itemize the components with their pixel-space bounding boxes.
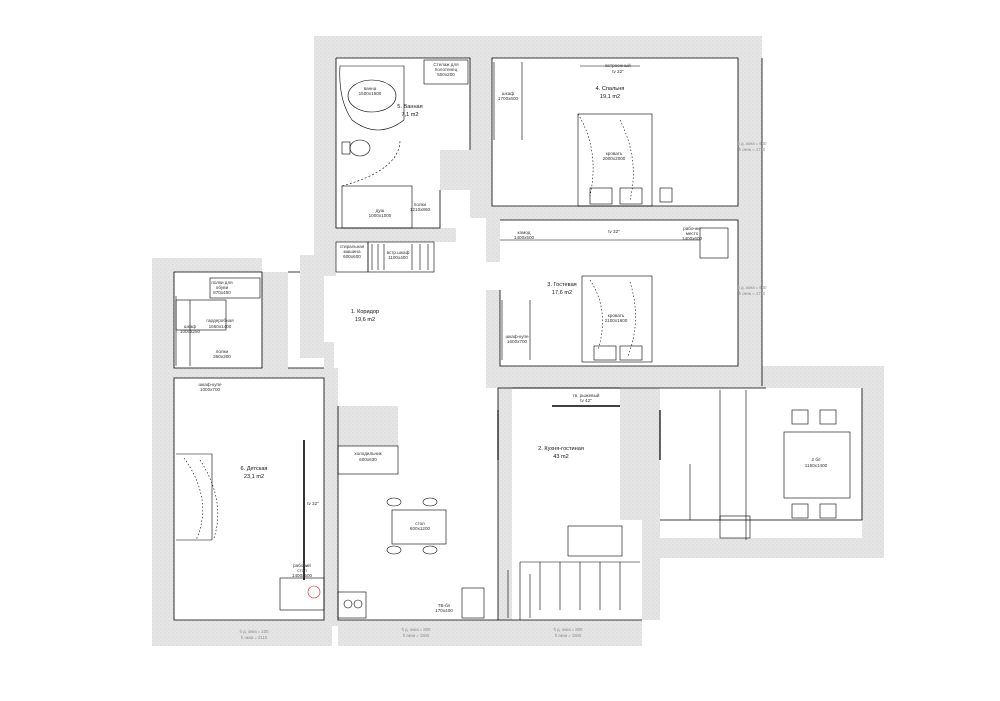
label-rack-1: полотенец	[435, 67, 458, 72]
dimension-notes: h д. окна = 800 h окна = 1730 h д. окна …	[240, 141, 767, 640]
label-shower-1: 1000x1000	[369, 213, 392, 218]
room-area-kitchen: 43 m2	[553, 454, 569, 460]
label-kidstv: tv 32"	[307, 501, 319, 506]
label-closetleft-1: 1000x250	[180, 329, 201, 334]
label-guestbed-1: 2100x1600	[605, 318, 628, 323]
room-area-corridor: 19,6 m2	[355, 317, 375, 323]
room-label-guest: 3. Гостевая	[547, 282, 576, 288]
room-label-kitchen: 2. Кухня-гостиная	[538, 446, 584, 452]
label-tvstand-1: 170x400	[435, 608, 453, 613]
label-kidsdesk-2: 1400x500	[292, 573, 313, 578]
label-washer-1: машина	[343, 249, 361, 254]
label-dining-1: 600x1200	[410, 526, 431, 531]
label-shoe-1: обуви	[216, 285, 229, 290]
label-bath-1: 1500x1500	[359, 91, 382, 96]
label-righttable-0: 2 бл	[812, 457, 821, 462]
room-label-kids: 6. Детская	[241, 466, 268, 472]
label-bedtv-1: tv 32"	[612, 69, 624, 74]
label-bedwardrobe-1: 1700x600	[498, 96, 519, 101]
label-righttable-1: 1160x1400	[805, 463, 828, 468]
dining-table	[391, 509, 447, 545]
dim-right1-0: h д. окна = 800	[738, 141, 767, 146]
dim-bottom3-1: h окна = 1500	[555, 633, 582, 638]
label-bedtv-0: встроенный	[605, 62, 631, 68]
label-shelves-1: 1210x860	[410, 207, 431, 212]
label-dining-0: стол	[415, 521, 425, 526]
dim-right1-1: h окна = 1730	[739, 147, 766, 152]
label-guestwardrobe-1: 1600x700	[507, 339, 528, 344]
right-table	[783, 431, 851, 499]
label-tvstand-0: ТВ-бл	[438, 603, 451, 608]
label-guestwardrobe-0: шкаф-купе	[505, 334, 529, 339]
label-shelves-0: полки	[414, 202, 427, 207]
label-shelvesleft-0: полки	[216, 349, 229, 354]
label-desk-1: место	[686, 231, 699, 236]
label-shelvesleft-1: 350x300	[213, 354, 231, 359]
room-area-kids: 23,1 m2	[244, 474, 264, 480]
dim-bottom1-0: h д. окна = 100	[240, 629, 269, 634]
label-pantry-1: 1100x400	[388, 255, 408, 260]
kids-bed	[176, 453, 213, 541]
label-chest-0: комод	[518, 230, 531, 235]
label-kidswardrobe-0: шкаф-купе	[198, 382, 222, 387]
shower	[341, 185, 413, 229]
label-dresser-1: 1660x1400	[209, 324, 232, 329]
label-desk-2: 1400x600	[682, 236, 703, 241]
dim-right2-1: h окна = 1730	[739, 291, 766, 296]
label-kidsdesk-0: рабочий	[293, 562, 311, 568]
label-desk-0: рабочее	[683, 226, 701, 231]
label-bedwardrobe-0: шкаф	[502, 91, 514, 96]
label-kitchentv-0: тв. рыжевый	[573, 392, 600, 398]
label-closetleft-0: шкаф	[184, 324, 196, 329]
room-labels: 1. Коридор 19,6 m2 2. Кухня-гостиная 43 …	[241, 86, 625, 480]
room-area-bedroom: 19,1 m2	[600, 94, 620, 100]
dim-right2-0: h д. окна = 800	[738, 285, 767, 290]
label-fridge-1: 600x630	[359, 457, 377, 462]
label-bed-1: 2000x2000	[603, 156, 626, 161]
wall-lines	[173, 57, 863, 621]
dim-bottom1-1: h окна = 2110	[241, 635, 268, 640]
label-bed-0: кровать	[606, 151, 623, 156]
label-bath-0: ванна	[364, 86, 377, 91]
label-tv32-guest: tv 32"	[608, 229, 620, 234]
label-shower-0: душ	[376, 208, 385, 213]
label-kitchentv-1: tv 42"	[580, 398, 592, 403]
bathtub	[339, 65, 405, 131]
label-chest-1: 1400x500	[514, 235, 535, 240]
label-dresser-0: гардеробная	[206, 318, 234, 323]
room-area-bathroom: 7,1 m2	[401, 112, 418, 118]
label-guestbed-0: кровать	[608, 313, 625, 318]
dim-bottom3-0: h д. окна = 800	[554, 627, 583, 632]
label-kidsdesk-1: стол	[297, 568, 307, 573]
label-rack-0: Стелаж для	[433, 62, 459, 67]
main-bed	[577, 113, 653, 207]
label-shoe-0: полки для	[211, 280, 233, 285]
room-label-corridor: 1. Коридор	[351, 309, 379, 315]
room-area-guest: 17,6 m2	[552, 290, 572, 296]
label-washer-0: стиральная	[340, 244, 365, 249]
furniture-labels: ванна 1500x1500 Стелаж для полотенец 500…	[180, 62, 828, 613]
label-fridge-0: холодильник	[354, 451, 382, 456]
dim-bottom2-1: h окна = 1500	[403, 633, 430, 638]
furniture-lines	[175, 59, 851, 620]
label-washer-2: 600x600	[343, 254, 361, 259]
label-shoe-2: 870x450	[213, 290, 231, 295]
guest-bed	[581, 275, 653, 363]
dim-bottom2-0: h д. окна = 800	[402, 627, 431, 632]
room-label-bathroom: 5. Ванная	[397, 104, 422, 110]
label-pantry-0: встр.шкаф	[387, 250, 410, 255]
label-rack-2: 500x200	[437, 72, 455, 77]
label-kidswardrobe-1: 1000x700	[200, 387, 221, 392]
room-label-bedroom: 4. Спальня	[596, 86, 625, 92]
walls	[152, 36, 884, 646]
